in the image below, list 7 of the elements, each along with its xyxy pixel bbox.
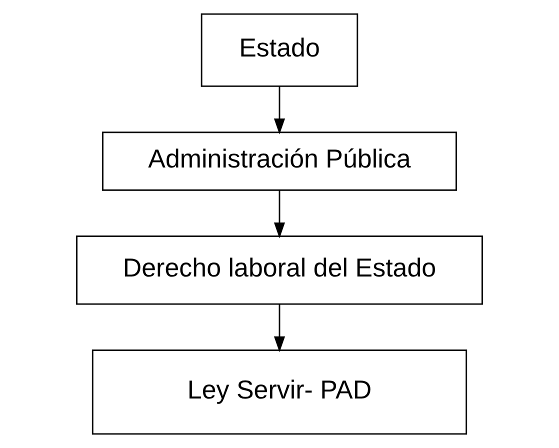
arrow bbox=[274, 304, 286, 352]
node-box: Estado bbox=[200, 13, 358, 87]
node-box: Administración Pública bbox=[102, 132, 457, 191]
arrow bbox=[274, 190, 286, 238]
arrow bbox=[274, 86, 286, 134]
node-box: Derecho laboral del Estado bbox=[76, 236, 483, 305]
node-box: Ley Servir- PAD bbox=[92, 350, 468, 435]
